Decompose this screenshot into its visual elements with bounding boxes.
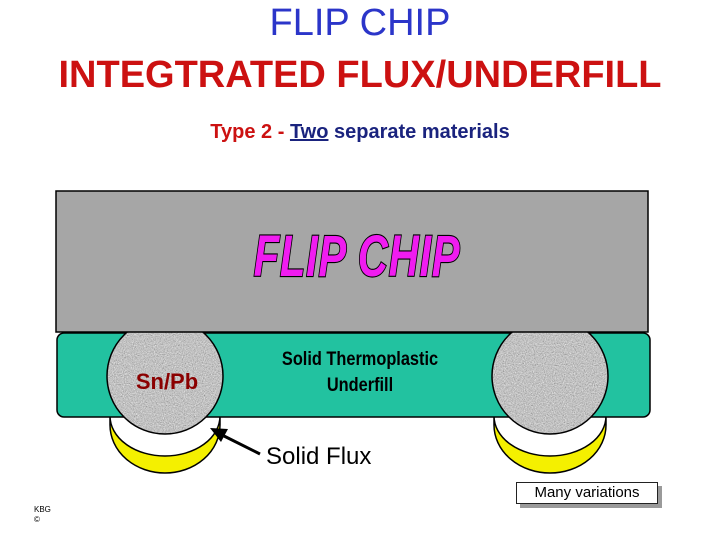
solder-label: Sn/Pb (136, 369, 198, 394)
subtitle: Type 2 - Two separate materials (0, 121, 720, 144)
underfill-label: Solid Thermoplastic Underfill (265, 347, 454, 399)
subtitle-type: Type 2 (210, 121, 273, 143)
title-line-1: FLIP CHIP (269, 2, 451, 44)
many-variations-note: Many variations (516, 482, 658, 504)
author-initials: KBG (34, 505, 51, 514)
subtitle-rest: separate materials (334, 121, 510, 143)
author-mark: KBG © (34, 505, 51, 525)
underfill-label-line-1: Solid Thermoplastic (281, 349, 439, 370)
flux-arrow (210, 428, 261, 456)
solid-flux-right (493, 415, 607, 474)
title-line-2: INTEGTRATED FLUX/UNDERFILL (58, 54, 662, 96)
chip-label: FLIP CHIP (254, 223, 461, 288)
subtitle-dash: - (277, 121, 285, 143)
underfill-label-line-2: Underfill (326, 375, 394, 396)
chip-die (55, 190, 649, 333)
copyright-symbol: © (34, 515, 40, 524)
solid-flux-left (109, 415, 221, 474)
subtitle-two: Two (289, 121, 329, 143)
solid-flux-label: Solid Flux (266, 443, 372, 470)
